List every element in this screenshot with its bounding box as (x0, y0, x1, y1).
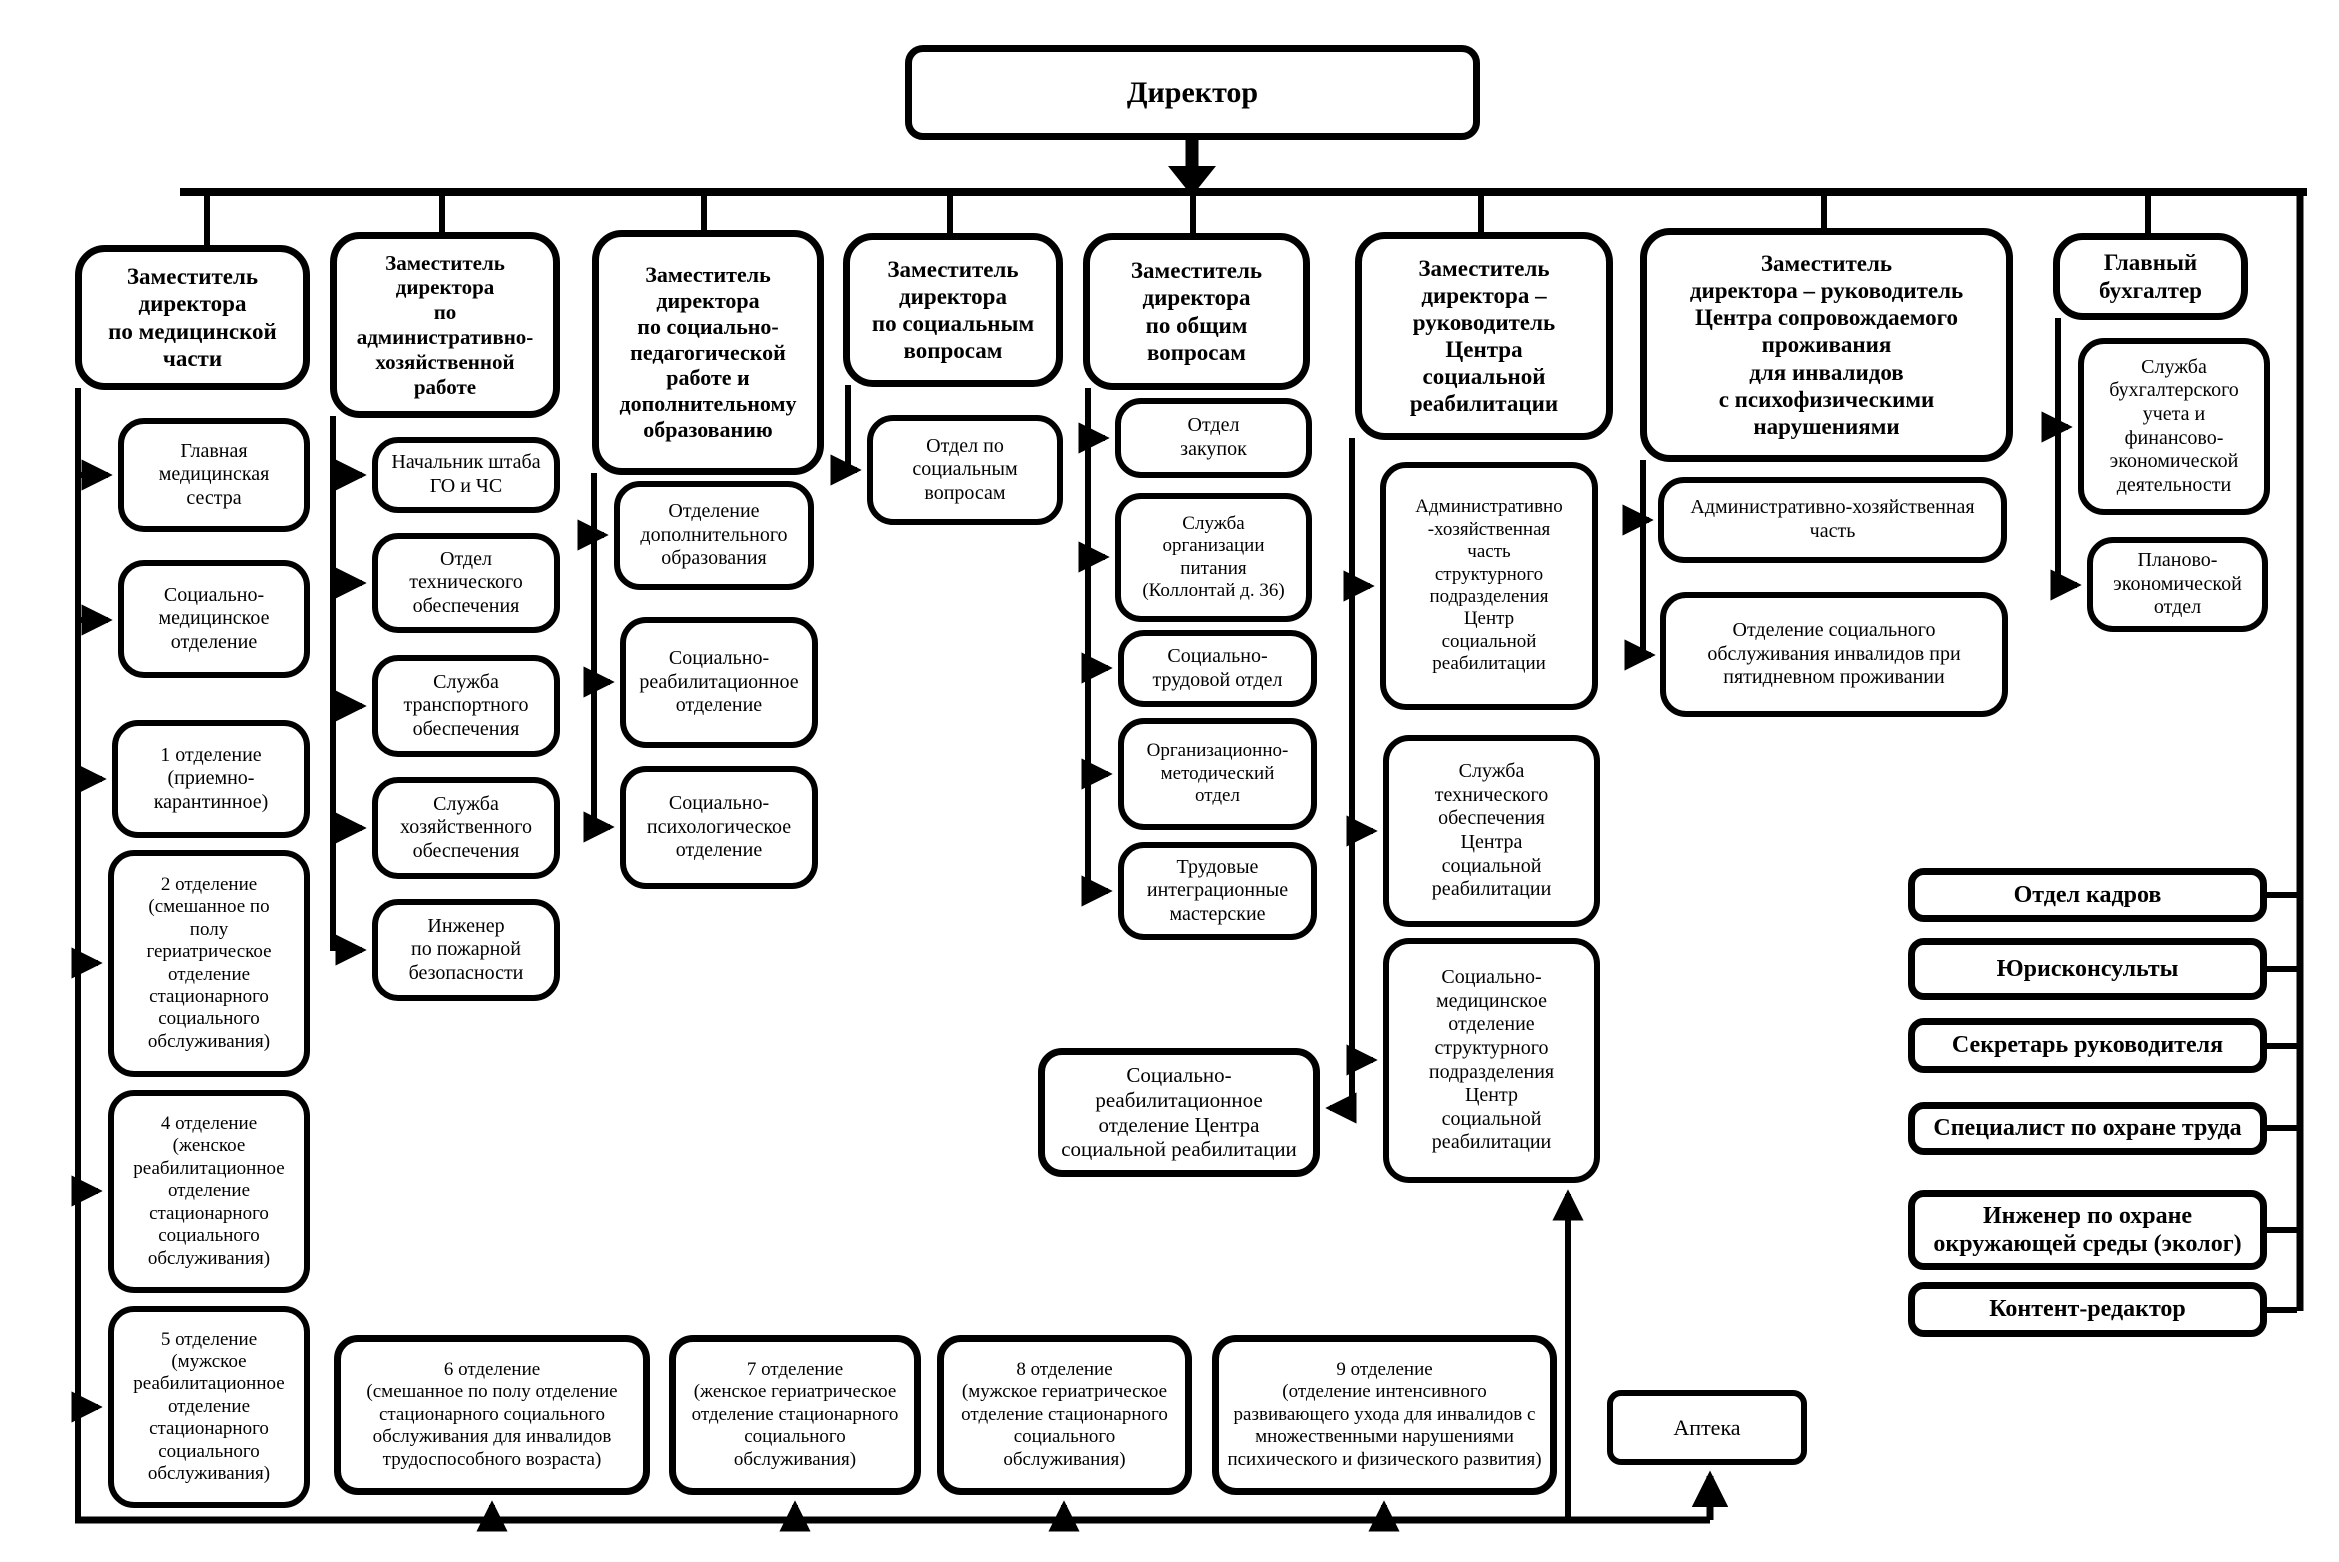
deputy-csr-header: Заместитель директора – руководитель Цен… (1355, 232, 1613, 440)
planning-economic-dept-box: Планово- экономической отдел (2087, 537, 2268, 632)
labor-workshops-box: Трудовые интеграционные мастерские (1118, 842, 1317, 940)
hr-dept-box: Отдел кадров (1908, 868, 2267, 922)
content-editor-box: Контент-редактор (1908, 1282, 2267, 1337)
csp-admin-part-box: Административно-хозяйственная часть (1658, 477, 2007, 563)
deputy-admin-header: Заместитель директора по административно… (330, 232, 560, 418)
legal-advisers-box: Юрисконсульты (1908, 938, 2267, 1000)
accounting-service-box: Служба бухгалтерского учета и финансово-… (2078, 338, 2270, 515)
deputy-csp-header: Заместитель директора – руководитель Цен… (1640, 228, 2013, 462)
deputy-social-pedagogical-header: Заместитель директора по социально- педа… (592, 230, 824, 475)
secretary-box: Секретарь руководителя (1908, 1018, 2267, 1073)
csp-five-day-dept-box: Отделение социального обслуживания инвал… (1660, 592, 2008, 717)
dept-2-box: 2 отделение (смешанное по полу гериатрич… (108, 850, 310, 1077)
chief-nurse-box: Главная медицинская сестра (118, 418, 310, 532)
social-issues-dept-box: Отдел по социальным вопросам (867, 415, 1063, 525)
go-chs-staff-chief-box: Начальник штаба ГО и ЧС (372, 437, 560, 513)
dept-4-box: 4 отделение (женское реабилитационное от… (108, 1090, 310, 1293)
deputy-general-header: Заместитель директора по общим вопросам (1083, 233, 1310, 390)
dept-6-box: 6 отделение (смешанное по полу отделение… (334, 1335, 650, 1495)
ecology-engineer-box: Инженер по охране окружающей среды (экол… (1908, 1190, 2267, 1270)
chief-accountant-header: Главный бухгалтер (2053, 233, 2248, 320)
dept-9-box: 9 отделение (отделение интенсивного разв… (1212, 1335, 1557, 1495)
transport-service-box: Служба транспортного обеспечения (372, 655, 560, 757)
pharmacy-box: Аптека (1607, 1390, 1807, 1465)
dept-5-box: 5 отделение (мужское реабилитационное от… (108, 1306, 310, 1508)
additional-education-dept-box: Отделение дополнительного образования (614, 481, 814, 590)
fire-safety-engineer-box: Инженер по пожарной безопасности (372, 899, 560, 1001)
procurement-dept-box: Отдел закупок (1115, 398, 1312, 478)
social-psych-dept-box: Социально- психологическое отделение (620, 766, 818, 889)
csr-social-rehab-box: Социально- реабилитационное отделение Це… (1038, 1048, 1320, 1177)
csr-admin-part-box: Административно -хозяйственная часть стр… (1380, 462, 1598, 710)
labor-protection-box: Специалист по охране труда (1908, 1102, 2267, 1155)
social-medical-dept-box: Социально- медицинское отделение (118, 560, 310, 678)
org-box-director: Директор (905, 45, 1480, 140)
deputy-social-issues-header: Заместитель директора по социальным вопр… (843, 233, 1063, 387)
csr-tech-service-box: Служба технического обеспечения Центра с… (1383, 735, 1600, 927)
social-labor-dept-box: Социально- трудовой отдел (1118, 630, 1317, 707)
org-method-dept-box: Организационно- методический отдел (1118, 718, 1317, 830)
deputy-medical-header: Заместитель директора по медицинской час… (75, 245, 310, 390)
social-rehab-dept-box: Социально- реабилитационное отделение (620, 617, 818, 748)
catering-service-box: Служба организации питания (Коллонтай д.… (1115, 493, 1312, 622)
dept-7-box: 7 отделение (женское гериатрическое отде… (669, 1335, 921, 1495)
technical-support-dept-box: Отдел технического обеспечения (372, 533, 560, 633)
csr-social-medical-box: Социально- медицинское отделение структу… (1383, 938, 1600, 1183)
dept-1-box: 1 отделение (приемно- карантинное) (112, 720, 310, 838)
dept-8-box: 8 отделение (мужское гериатрическое отде… (937, 1335, 1192, 1495)
household-service-box: Служба хозяйственного обеспечения (372, 777, 560, 879)
